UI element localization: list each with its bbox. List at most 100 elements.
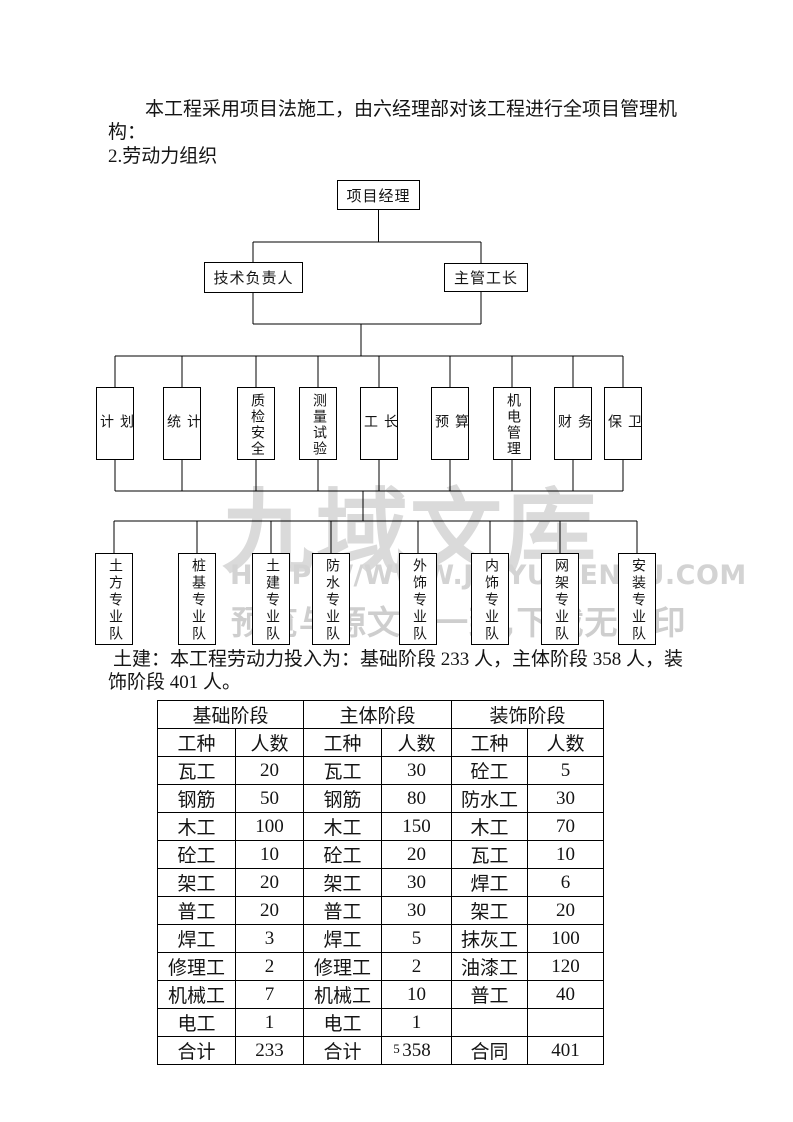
table-cell: 普工 — [303, 896, 382, 925]
column-header-cell: 工种 — [303, 728, 382, 757]
paragraph-line: 本工程采用项目法施工，由六经理部对该工程进行全项目管理机 — [145, 99, 678, 120]
table-cell: 修理工 — [303, 952, 382, 981]
table-cell: 20 — [235, 756, 304, 785]
paragraph-line: 土建：本工程劳动力投入为：基础阶段 233 人，主体阶段 358 人，装 — [113, 649, 684, 670]
paragraph-line: 饰阶段 401 人。 — [108, 672, 242, 693]
org-box-waterproof-team: 防水专业队 — [312, 553, 350, 645]
org-box-label: 主管工长 — [453, 271, 518, 287]
table-cell: 瓦工 — [451, 840, 528, 869]
org-box-technical-director: 技术负责人 — [204, 262, 303, 293]
table-cell: 20 — [381, 840, 452, 869]
org-box-label: 土方专业队 — [107, 558, 122, 643]
org-box-label: 机电管理 — [505, 392, 520, 457]
org-box-planning: 计划 — [96, 387, 134, 460]
table-cell: 1 — [381, 1008, 452, 1037]
table-cell: 砼工 — [303, 840, 382, 869]
table-cell: 358 — [381, 1036, 452, 1065]
org-box-exterior-finish-team: 外饰专业队 — [399, 553, 437, 645]
table-cell: 30 — [527, 784, 604, 813]
org-box-label: 测量试验 — [311, 392, 326, 457]
org-box-label: 工长 — [362, 414, 397, 454]
table-row-column-headers: 工种 人数 工种 人数 工种 人数 — [157, 728, 604, 757]
table-cell — [527, 1008, 604, 1037]
org-box-label: 土建专业队 — [264, 558, 279, 643]
column-header-cell: 工种 — [451, 728, 528, 757]
org-chart-connectors — [113, 210, 638, 554]
table-cell: 150 — [381, 812, 452, 841]
table-cell: 焊工 — [451, 868, 528, 897]
org-box-survey-testing: 测量试验 — [299, 387, 337, 460]
table-cell: 10 — [527, 840, 604, 869]
table-cell: 木工 — [157, 812, 236, 841]
table-cell: 2 — [235, 952, 304, 981]
org-box-label: 财务 — [556, 414, 591, 454]
table-cell: 合计 — [157, 1036, 236, 1065]
table-cell: 焊工 — [157, 924, 236, 953]
column-header-cell: 人数 — [235, 728, 304, 757]
table-cell: 钢筋 — [157, 784, 236, 813]
table-cell: 机械工 — [157, 980, 236, 1009]
paragraph-line: 构： — [108, 122, 147, 143]
org-box-label: 项目经理 — [346, 188, 411, 205]
stage-header-cell: 基础阶段 — [157, 700, 304, 729]
org-box-label: 统计 — [165, 414, 200, 454]
table-cell: 5 — [381, 924, 452, 953]
org-box-security: 保卫 — [604, 387, 642, 460]
column-header-cell: 工种 — [157, 728, 236, 757]
org-box-installation-team: 安装专业队 — [618, 553, 656, 645]
watermark-note: 预览与源文档一致,下载无水印 — [231, 603, 687, 642]
table-cell: 401 — [527, 1036, 604, 1065]
table-cell: 3 — [235, 924, 304, 953]
labor-summary-paragraph: 土建：本工程劳动力投入为：基础阶段 233 人，主体阶段 358 人，装 饰阶段… — [108, 648, 708, 694]
org-box-label: 预算 — [433, 414, 468, 454]
table-cell: 砼工 — [451, 756, 528, 785]
table-cell: 普工 — [157, 896, 236, 925]
org-box-label: 外饰专业队 — [411, 558, 426, 643]
org-box-label: 防水专业队 — [324, 558, 339, 643]
table-cell: 合计 — [303, 1036, 382, 1065]
table-cell: 焊工 — [303, 924, 382, 953]
table-cell: 机械工 — [303, 980, 382, 1009]
org-box-label: 网架专业队 — [553, 558, 568, 643]
table-cell: 50 — [235, 784, 304, 813]
stage-header-cell: 装饰阶段 — [451, 700, 604, 729]
org-box-pile-foundation-team: 桩基专业队 — [178, 553, 216, 645]
table-cell: 抹灰工 — [451, 924, 528, 953]
table-cell: 30 — [381, 896, 452, 925]
table-cell: 合同 — [451, 1036, 528, 1065]
table-cell: 架工 — [451, 896, 528, 925]
org-box-grid-frame-team: 网架专业队 — [541, 553, 579, 645]
org-box-mechanical-electrical: 机电管理 — [493, 387, 531, 460]
intro-paragraph: 本工程采用项目法施工，由六经理部对该工程进行全项目管理机 构： — [108, 98, 708, 144]
table-cell: 架工 — [303, 868, 382, 897]
table-cell: 30 — [381, 756, 452, 785]
section-heading: 2.劳动力组织 — [108, 146, 218, 167]
table-cell: 20 — [527, 896, 604, 925]
table-cell: 瓦工 — [157, 756, 236, 785]
org-box-label: 技术负责人 — [213, 271, 294, 287]
org-box-budget: 预算 — [431, 387, 469, 460]
org-box-label: 质检安全 — [249, 392, 264, 457]
table-cell: 防水工 — [451, 784, 528, 813]
table-cell: 木工 — [303, 812, 382, 841]
table-cell: 5 — [527, 756, 604, 785]
table-cell: 233 — [235, 1036, 304, 1065]
stage-header-cell: 主体阶段 — [303, 700, 452, 729]
table-cell: 普工 — [451, 980, 528, 1009]
table-row-stage-headers: 基础阶段 主体阶段 装饰阶段 — [157, 700, 604, 729]
table-cell: 钢筋 — [303, 784, 382, 813]
table-cell: 砼工 — [157, 840, 236, 869]
org-box-interior-finish-team: 内饰专业队 — [471, 553, 509, 645]
org-box-finance: 财务 — [554, 387, 592, 460]
